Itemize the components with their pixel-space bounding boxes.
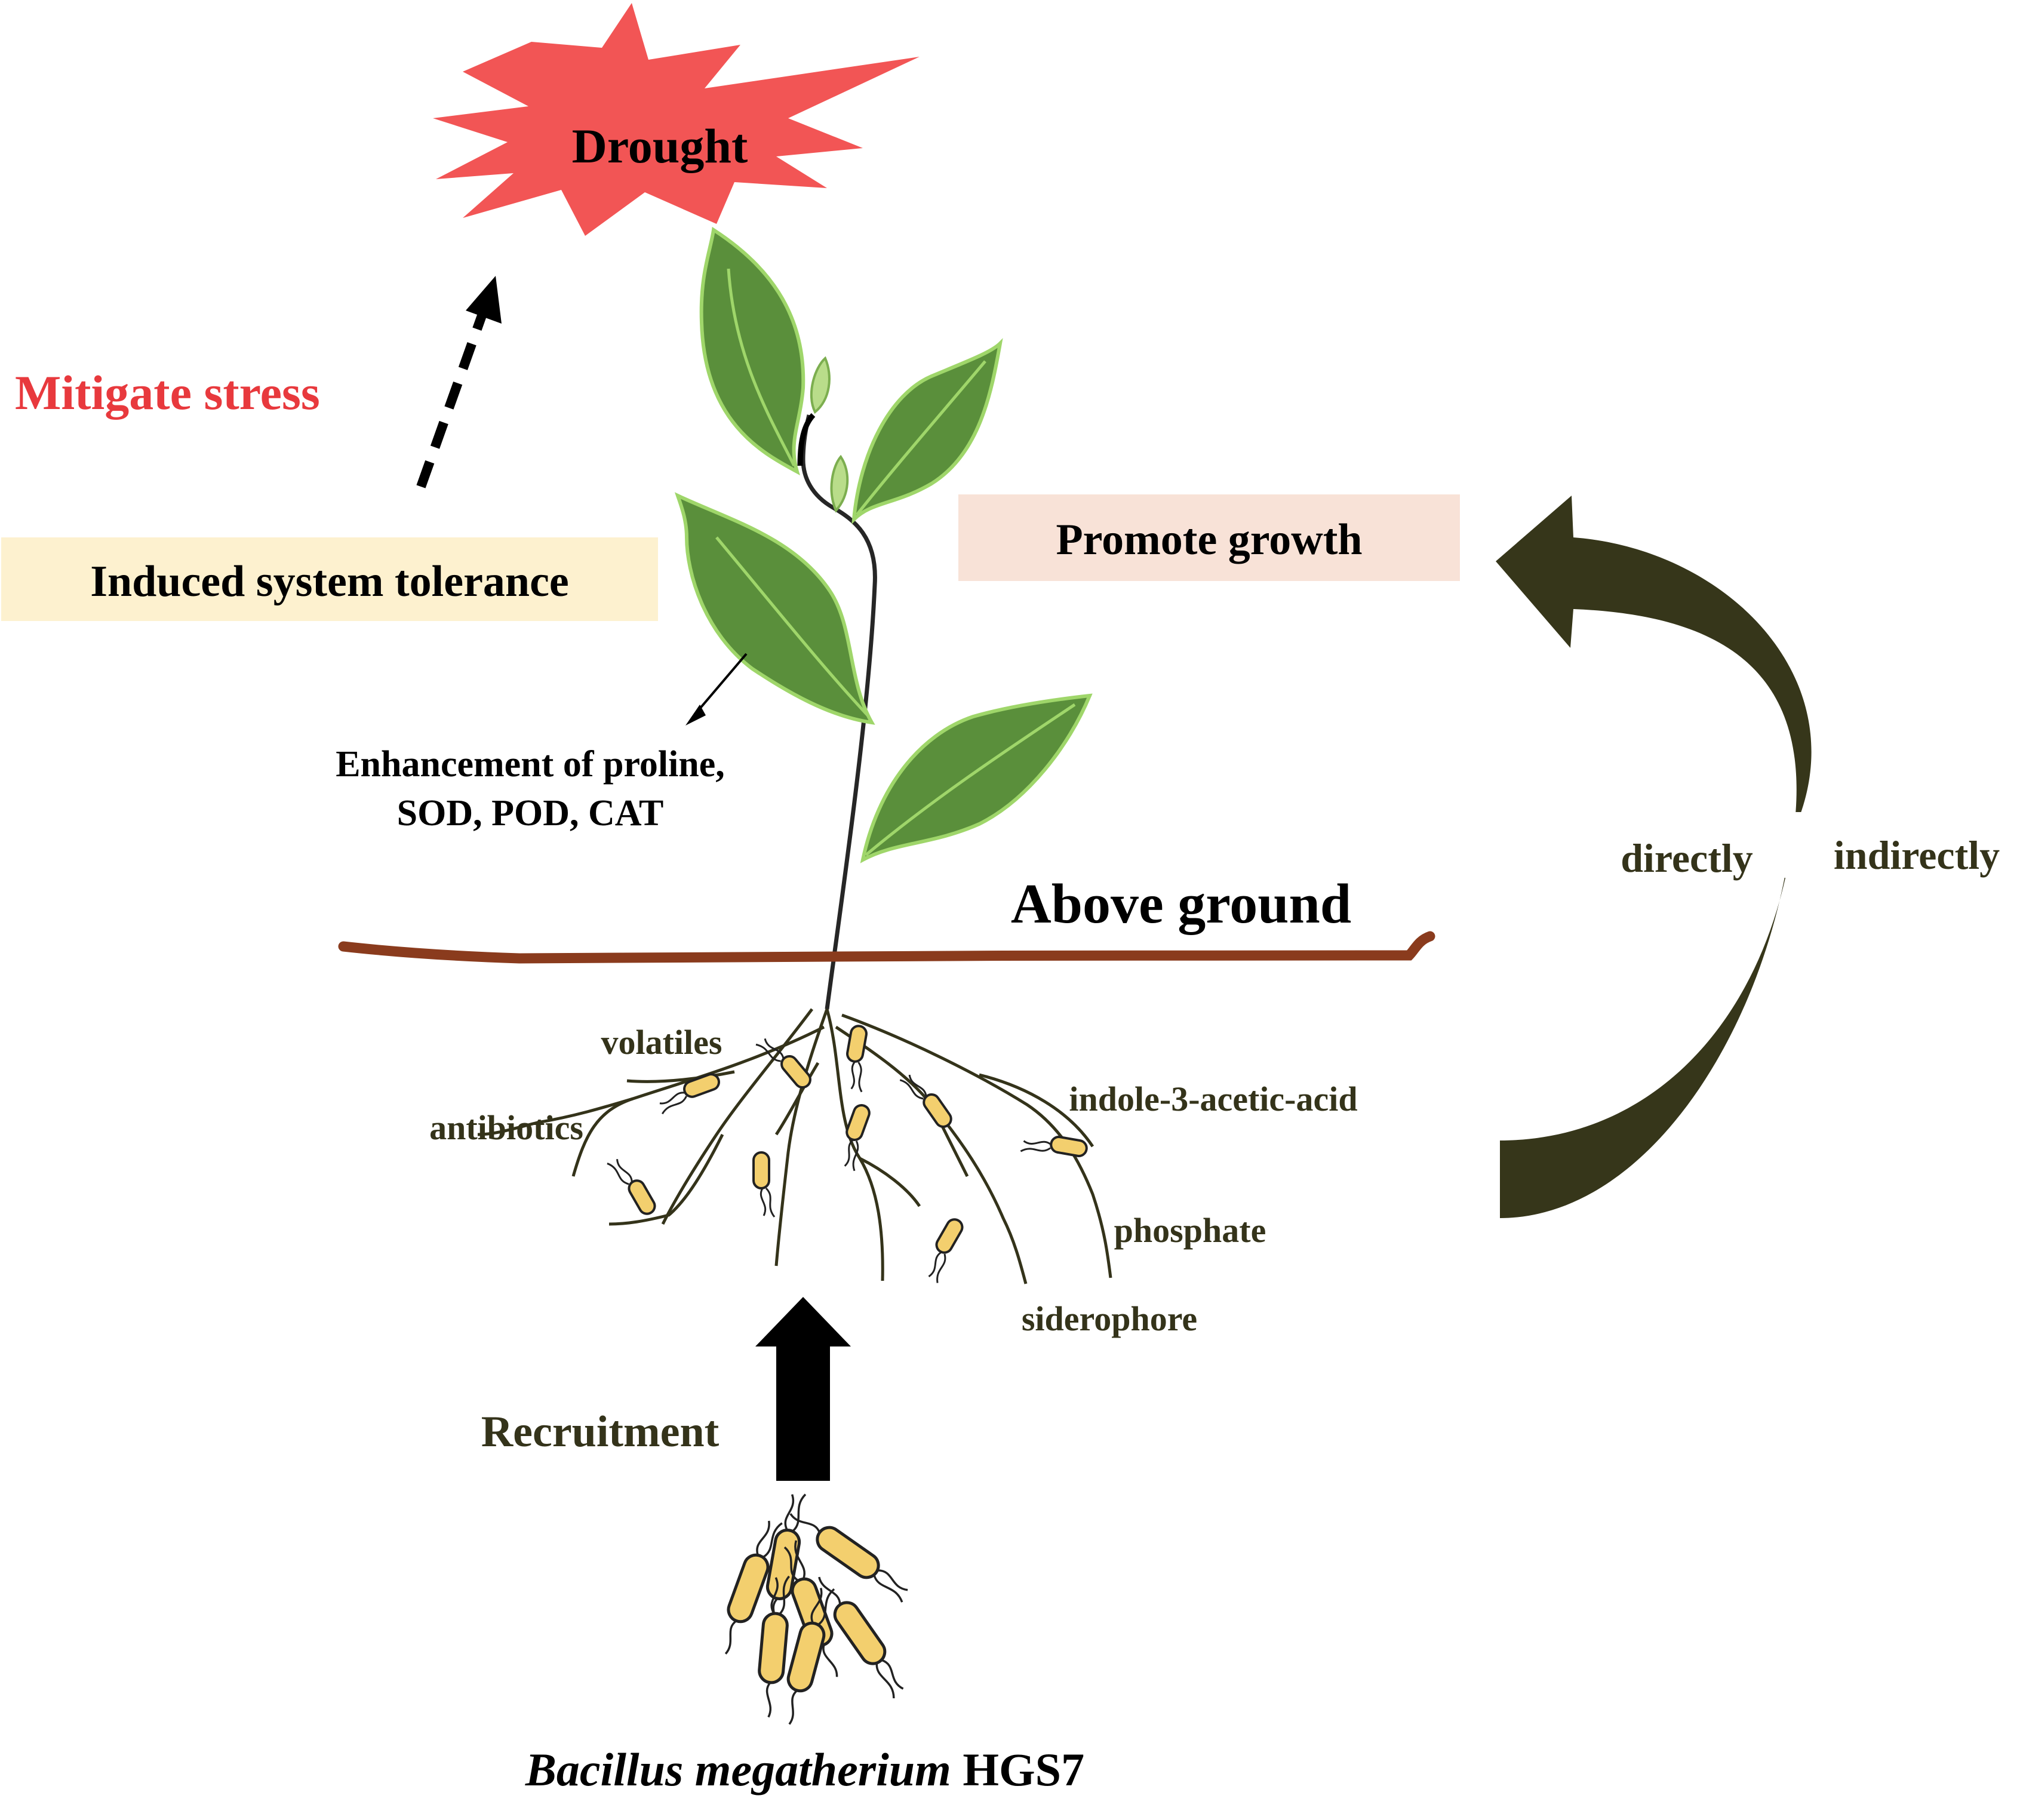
leaf-top [699, 226, 805, 476]
label-antibiotics: antibiotics [429, 1108, 583, 1147]
above-ground-label: Above ground [1011, 873, 1351, 935]
ground-line [338, 931, 1435, 964]
leaf-right-lower [860, 693, 1093, 863]
growth-label: Promote growth [1056, 515, 1362, 564]
drought-burst [433, 3, 920, 236]
recruitment-arrow [755, 1297, 851, 1481]
bud-lower [830, 454, 849, 513]
label-siderophore: siderophore [1022, 1299, 1197, 1338]
dashed-arrow-line [416, 309, 488, 488]
label-volatiles: volatiles [601, 1023, 722, 1062]
plant [674, 226, 1093, 1010]
tolerance-label: Induced system tolerance [90, 557, 569, 606]
growth-box [958, 494, 1460, 581]
bacteria-cluster [714, 1490, 915, 1727]
tolerance-box [1, 537, 658, 621]
recruitment-label: Recruitment [481, 1407, 720, 1456]
species-name: Bacillus megatherium [525, 1744, 951, 1796]
drought-label: Drought [572, 119, 748, 173]
leaf-effect-arrow-line [694, 653, 748, 715]
leaf-effect-line1: Enhancement of proline, [336, 744, 725, 785]
label-phosphate: phosphate [1114, 1211, 1266, 1250]
strain-name: HGS7 [963, 1744, 1084, 1796]
roots [477, 1008, 1112, 1284]
species-label: Bacillus megatherium HGS7 [525, 1744, 1084, 1796]
label-iaa: indole-3-acetic-acid [1069, 1080, 1357, 1118]
growth-curve-arrow [1496, 496, 1812, 1218]
leaf-effect-arrow-head [685, 705, 706, 725]
plant-stem [801, 414, 877, 1010]
species-gap [951, 1744, 963, 1796]
stem-tip [797, 413, 816, 466]
dashed-arrow-head [466, 276, 502, 324]
curve-label-gap [1758, 812, 1812, 878]
label-indirectly: indirectly [1834, 832, 2000, 878]
bud-upper [810, 356, 831, 414]
label-directly: directly [1621, 835, 1753, 881]
leaf-effect-line2: SOD, POD, CAT [397, 793, 664, 834]
mitigate-stress-label: Mitigate stress [15, 365, 320, 420]
